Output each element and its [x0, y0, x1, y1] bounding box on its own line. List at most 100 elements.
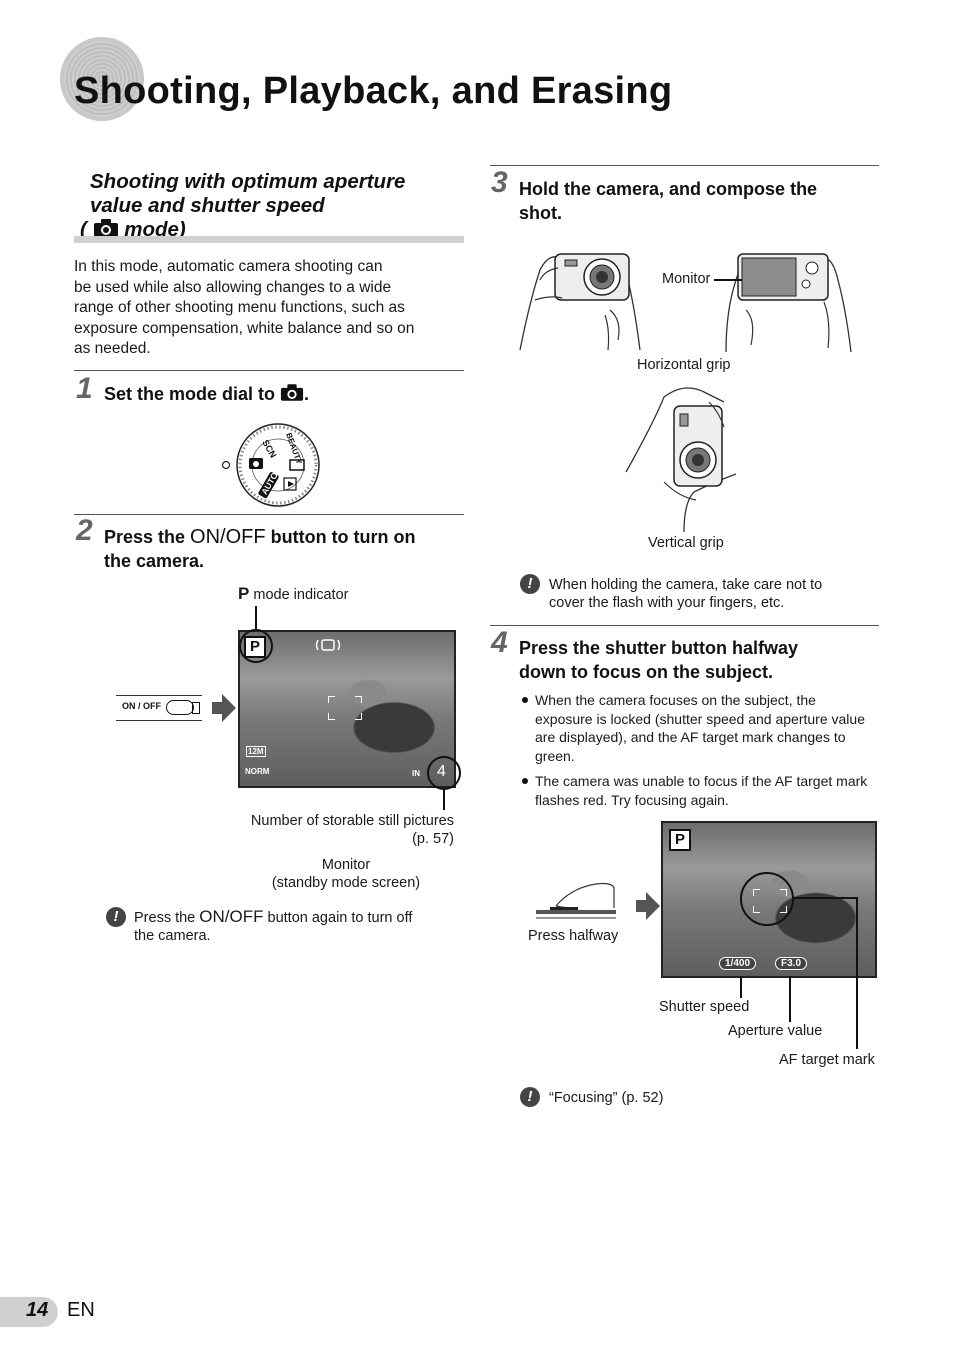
step3-number: 3 — [491, 166, 508, 199]
dial-knurl — [238, 425, 318, 505]
vertical-grip-label: Vertical grip — [648, 535, 724, 551]
step4-number: 4 — [491, 626, 508, 659]
intro-line: exposure compensation, white balance and… — [74, 319, 415, 337]
af-callout-line-h — [792, 897, 858, 899]
bullet2-line: The camera was unable to focus if the AF… — [535, 773, 868, 789]
step4-rule — [490, 625, 879, 626]
page-number-tab — [0, 1297, 58, 1327]
p-mode-label: mode indicator — [253, 587, 349, 603]
af-target-label: AF target mark — [779, 1052, 875, 1068]
caution-icon: ! — [520, 1087, 540, 1107]
count-callout-circle — [427, 756, 461, 790]
bullet-focus-locked: When the camera focuses on the subject, … — [535, 691, 880, 765]
note1-line2: the camera. — [134, 928, 211, 944]
bullet1-line: are displayed), and the AF target mark c… — [535, 729, 846, 745]
af-callout-circle — [740, 872, 794, 926]
note1-post: button again to turn off — [263, 910, 413, 926]
note2-line1: When holding the camera, take care not t… — [549, 577, 823, 593]
mode-word: mode) — [118, 218, 186, 241]
aperture-value-label: Aperture value — [728, 1023, 823, 1039]
note1-onoff: ON/OFF — [199, 907, 264, 926]
dial-movie-icon — [289, 459, 305, 471]
note2-line2: cover the flash with your fingers, etc. — [549, 595, 785, 611]
section-heading-line2: value and shutter speed — [90, 194, 325, 217]
caution-icon: ! — [106, 907, 126, 927]
caution-icon: ! — [520, 574, 540, 594]
onoff-figure-label: ON / OFF — [122, 701, 161, 711]
storable-caption: Number of storable still pictures (p. 57… — [240, 812, 454, 848]
intro-paragraph: In this mode, automatic camera shooting … — [74, 257, 469, 360]
p-callout-circle — [239, 629, 273, 663]
step2-text-pre: Press the — [104, 527, 191, 547]
bullet-icon — [522, 778, 528, 784]
image-stabilizer-icon — [315, 639, 341, 651]
dial-indicator-dot — [221, 460, 231, 470]
press-halfway-illustration — [536, 882, 616, 919]
step3-text-line2: shot. — [519, 203, 562, 223]
p-callout-line — [255, 606, 257, 634]
onoff-button-figure: ON / OFF — [116, 695, 202, 721]
camera-icon — [93, 219, 118, 237]
step1-number: 1 — [76, 372, 93, 405]
section-heading-line1: Shooting with optimum aperture — [90, 170, 406, 193]
aperture-value: F3.0 — [775, 957, 808, 970]
monitor-caption-line1: Monitor — [321, 857, 371, 873]
dial-playback-icon — [283, 477, 297, 491]
intro-line: as needed. — [74, 340, 151, 358]
af-callout-line-v — [856, 897, 858, 1049]
lcd-compression: NORM — [245, 767, 270, 776]
shutter-callout-line — [740, 976, 742, 998]
step1-text-post: . — [304, 384, 310, 404]
monitor-caption-line2: (standby mode screen) — [271, 875, 421, 891]
vertical-grip-illustration — [625, 387, 737, 532]
bullet-icon — [522, 697, 528, 703]
note-flash: When holding the camera, take care not t… — [549, 576, 879, 612]
step4-text-line2: down to focus on the subject. — [519, 662, 773, 682]
step3-rule — [490, 165, 879, 166]
intro-line: be used while also allowing changes to a… — [74, 278, 392, 296]
count-callout-line — [443, 788, 445, 810]
step4-text: Press the shutter button halfway down to… — [519, 636, 879, 684]
page-number: 14 — [26, 1299, 49, 1321]
horizontal-grip-back-illustration — [725, 253, 852, 353]
bullet2-line: flashes red. Try focusing again. — [535, 791, 729, 808]
bullet-focus-failed: The camera was unable to focus if the AF… — [535, 772, 880, 809]
af-target-mark — [328, 696, 362, 720]
arrow-right-icon — [212, 694, 236, 722]
horizontal-grip-label: Horizontal grip — [637, 357, 731, 373]
bullet1-line: exposure is locked (shutter speed and ap… — [535, 710, 865, 727]
paren: ( — [80, 218, 87, 241]
aperture-callout-line — [789, 976, 791, 1022]
camera-icon — [280, 384, 304, 401]
section-heading-line3: ( mode) — [80, 218, 470, 242]
lcd-internal-memory: IN — [412, 769, 420, 778]
step2-text-post: button to turn on — [265, 527, 416, 547]
note-onoff: Press the ON/OFF button again to turn of… — [134, 908, 464, 945]
lcd-p-indicator: P — [669, 829, 691, 851]
onoff-button-shape — [166, 700, 194, 715]
lcd-image-size: 12M — [246, 746, 266, 757]
shutter-speed-value: 1/400 — [719, 957, 757, 970]
step1-text-pre: Set the mode dial to — [104, 384, 281, 404]
shutter-speed-label: Shutter speed — [659, 999, 750, 1015]
step2-text-line2: the camera. — [104, 551, 205, 571]
step1-rule — [74, 370, 464, 371]
arrow-right-icon — [636, 892, 660, 920]
storable-caption-line2: (p. 57) — [412, 831, 454, 847]
bullet1-line: green. — [535, 747, 575, 764]
step3-text-line1: Hold the camera, and compose the — [519, 179, 818, 199]
step1-text: Set the mode dial to . — [104, 382, 309, 406]
intro-line: range of other shooting menu functions, … — [74, 299, 405, 317]
section-heading: Shooting with optimum aperture value and… — [80, 170, 470, 242]
monitor-leader-line — [714, 279, 742, 281]
monitor-label: Monitor — [662, 271, 711, 287]
step2-text: Press the ON/OFF button to turn on the c… — [104, 525, 474, 573]
p-mode-caption: P mode indicator — [238, 584, 349, 605]
monitor-caption: Monitor (standby mode screen) — [240, 856, 452, 892]
step4-text-line1: Press the shutter button halfway — [519, 638, 799, 658]
intro-line: In this mode, automatic camera shooting … — [74, 258, 383, 275]
language-code: EN — [67, 1299, 95, 1321]
storable-caption-line1: Number of storable still pictures — [250, 813, 454, 829]
lcd-focused-screen: P 1/400 F3.0 — [661, 821, 877, 978]
bullet1-line: When the camera focuses on the subject, … — [535, 692, 816, 708]
